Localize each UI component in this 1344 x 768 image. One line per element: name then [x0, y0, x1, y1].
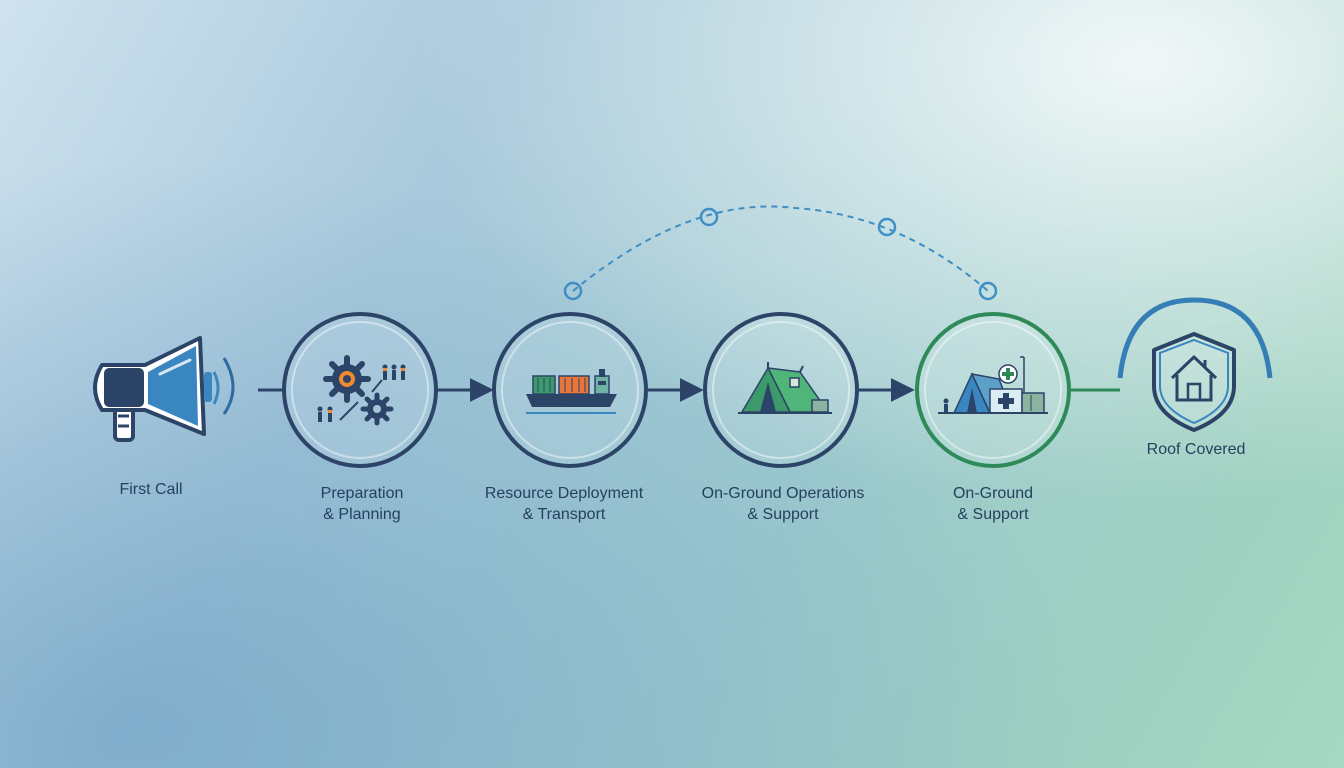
shield-house-icon: [1117, 297, 1273, 432]
arc-node: [978, 281, 998, 301]
label-line: & Support: [957, 506, 1029, 523]
label-line: Resource Deployment: [484, 485, 644, 502]
step-circle-on-ground-operations: [703, 312, 859, 468]
step-label-preparation: Preparation & Planning: [252, 483, 472, 525]
arc-node: [699, 207, 719, 227]
label-line: First Call: [119, 481, 183, 498]
megaphone-icon: [93, 336, 235, 442]
step-label-on-ground-operations: On-Ground Operations & Support: [673, 483, 893, 525]
gears-planning-icon: [317, 355, 406, 426]
label-line: & Planning: [323, 506, 401, 523]
label-line: & Transport: [522, 506, 606, 523]
arc-node: [563, 281, 583, 301]
label-line: On-Ground: [952, 485, 1034, 502]
cargo-ship-icon: [526, 369, 617, 414]
label-line: Roof Covered: [1146, 441, 1246, 458]
step-label-first-call: First Call: [41, 479, 261, 500]
tent-icon: [738, 362, 832, 414]
step-label-roof-covered: Roof Covered: [1086, 439, 1306, 460]
dashed-arc-path: [563, 205, 998, 301]
step-circle-on-ground-support: [915, 312, 1071, 468]
step-circle-resource-deployment: [492, 312, 648, 468]
label-line: Preparation: [320, 485, 404, 502]
step-label-resource-deployment: Resource Deployment & Transport: [454, 483, 674, 525]
step-circle-preparation: [282, 312, 438, 468]
label-line: On-Ground Operations: [701, 485, 865, 502]
label-line: & Support: [747, 506, 819, 523]
arc-node: [877, 217, 897, 237]
field-hospital-icon: [938, 356, 1048, 414]
step-label-on-ground-support: On-Ground & Support: [883, 483, 1103, 525]
